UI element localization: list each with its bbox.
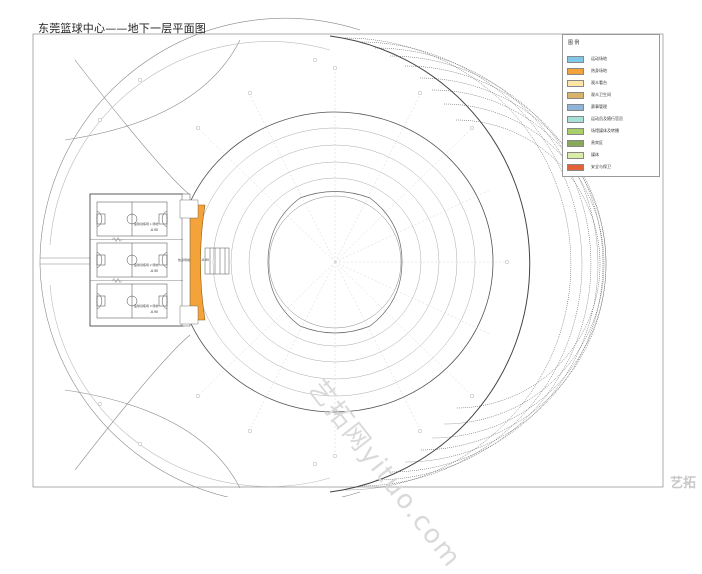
court-1-label: 篮球训练场 1 场地: [134, 222, 159, 226]
warmup-label: 热身场地: [178, 258, 191, 262]
page-title: 东莞篮球中心——地下一层平面图: [38, 22, 206, 35]
legend-item: 贵宾区: [567, 139, 603, 147]
legend-label: 热身场地: [591, 68, 607, 73]
legend-swatch: [567, 151, 584, 159]
legend-item: 观众卫生间: [567, 91, 611, 99]
level-marker-4: -6.90: [201, 258, 209, 262]
legend-item: 赛事管理: [567, 103, 607, 111]
service-corridor: [204, 247, 230, 275]
legend-label: 安全与保卫: [591, 164, 611, 169]
legend-label: 贵宾区: [591, 140, 603, 145]
legend-swatch: [567, 55, 584, 63]
training-block: [89, 193, 199, 327]
legend: 图 例 运动场地 热身场地 观众看台 观众卫生间 赛事管理 运动员及随行官员 场…: [562, 34, 660, 177]
legend-item: 场馆媒体及转播: [567, 127, 619, 135]
legend-swatch: [567, 79, 584, 87]
legend-item: 热身场地: [567, 67, 607, 75]
legend-swatch: [567, 103, 584, 111]
legend-swatch: [567, 115, 584, 123]
legend-label: 场馆媒体及转播: [591, 128, 619, 133]
grid-bubbles: [97, 58, 510, 467]
legend-label: 观众卫生间: [591, 92, 611, 97]
legend-label: 赛事管理: [591, 104, 607, 109]
sheet-frame: [32, 33, 664, 488]
level-marker-1: -6.90: [150, 228, 158, 232]
legend-swatch: [567, 91, 584, 99]
legend-title: 图 例: [568, 40, 580, 46]
legend-swatch: [567, 163, 584, 171]
court-2: [96, 242, 168, 278]
floor-plan-drawing: [32, 17, 664, 497]
level-marker-2: -6.90: [150, 269, 158, 273]
legend-swatch: [567, 139, 584, 147]
legend-item: 安全与保卫: [567, 163, 611, 171]
arena-floor-outline: [267, 191, 403, 334]
court-2-label: 篮球训练场 2 场地: [134, 263, 159, 267]
legend-item: 运动员及随行官员: [567, 115, 623, 123]
seating-tiers: [329, 35, 607, 493]
level-marker-3: -6.90: [150, 310, 158, 314]
legend-label: 观众看台: [591, 80, 607, 85]
legend-swatch: [567, 127, 584, 135]
legend-item: 运动场地: [567, 55, 607, 63]
radial-grid: [199, 70, 505, 454]
court-3-label: 篮球训练场 3 场地: [134, 304, 159, 308]
legend-label: 运动员及随行官员: [591, 116, 623, 121]
legend-item: 媒体: [567, 151, 599, 159]
legend-label: 媒体: [591, 152, 599, 157]
court-1: [96, 201, 168, 237]
corner-logo: 艺拓: [669, 476, 696, 491]
legend-item: 观众看台: [567, 79, 607, 87]
legend-label: 运动场地: [591, 56, 607, 61]
legend-swatch: [567, 67, 584, 75]
site-arcs: [39, 17, 361, 497]
court-3: [96, 283, 168, 319]
